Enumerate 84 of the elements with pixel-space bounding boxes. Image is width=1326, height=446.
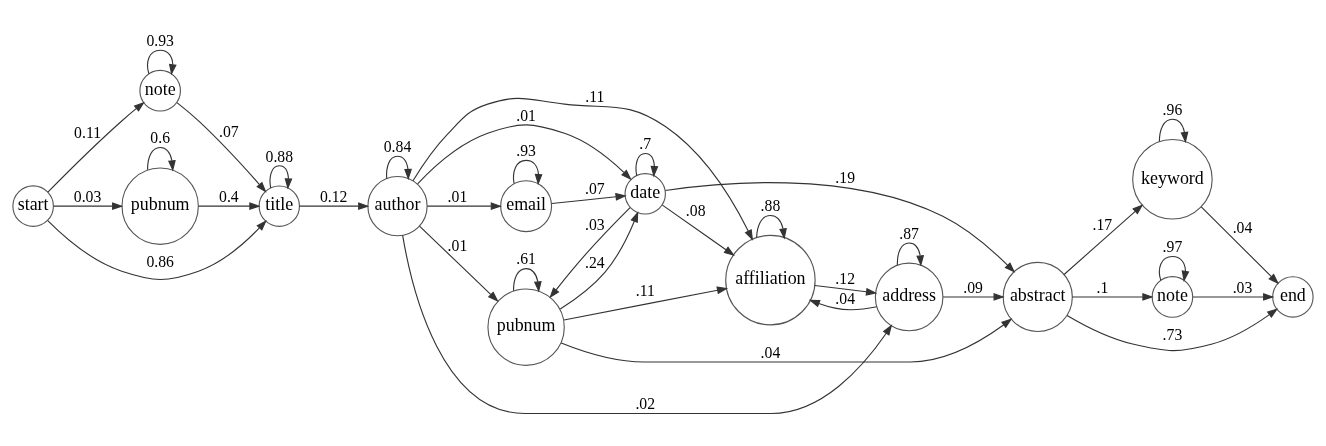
arrow [512,267,542,293]
arrow [635,152,659,177]
arrow [418,225,499,302]
node-circle: note [1151,275,1194,318]
edge-label: 0.84 [383,137,412,155]
arrow [402,234,893,414]
arrow [1158,118,1189,143]
edge-label: .08 [685,201,706,219]
arrow [664,181,1016,273]
edge-label: .7 [639,134,652,152]
edge-label: .04 [1232,218,1253,236]
arrow [896,242,925,267]
node-circle: end [1272,275,1314,318]
node-circle: title [258,184,300,227]
edge-label: 0.4 [219,187,239,205]
node-circle: email [500,179,553,232]
edge-label: .12 [835,269,855,287]
edge-label: .96 [1162,100,1183,118]
arrow [661,204,735,256]
edge-label: .01 [516,106,536,124]
arrow [549,206,631,298]
node-circle: author [367,175,428,236]
arrow [412,97,754,241]
arrow [559,210,639,309]
arrow [512,159,543,185]
arrow [563,285,729,321]
edge-label: .1 [1096,278,1109,296]
arrow [426,201,502,210]
edge-label: .88 [760,196,781,214]
arrow [808,299,878,310]
node-circle: start [12,184,54,227]
edge-label: .02 [635,394,656,412]
edge-label: 0.03 [73,187,102,205]
arrow [299,201,370,210]
arrow [417,123,632,184]
edge-label: .11 [635,281,655,299]
arrow [1200,205,1280,284]
arrow [551,192,627,204]
arrow [269,164,293,190]
edge-label: .93 [516,141,536,159]
edge-label: .61 [516,249,536,267]
edge-label: .09 [963,278,983,296]
edge-label: .97 [1162,237,1183,255]
edge-label: .07 [219,122,239,140]
edge-label: .17 [1092,215,1113,233]
edge-label: 0.6 [150,128,170,146]
arrow [53,201,124,210]
node-circle: note [139,69,181,111]
arrow [814,284,878,296]
arrow [1158,255,1190,282]
arrow [756,214,787,239]
arrow [47,101,145,193]
arrow [1192,292,1275,301]
edge-label: .19 [835,168,855,186]
node-circle: date [624,172,666,215]
edge-label: 0.88 [265,147,294,165]
arrow [386,155,412,180]
arrow [176,101,267,193]
arrow [1063,203,1144,275]
edge-label: 0.11 [74,123,101,141]
edge-label: 0.86 [146,252,174,270]
node-circle: pubnum [121,166,199,245]
arrow [1066,307,1279,351]
arrow [560,317,1013,362]
edge-label: .03 [1232,278,1253,296]
edge-label: .11 [585,87,605,105]
edge-label: .01 [447,187,468,205]
arrow [47,219,267,280]
edge-label: 0.93 [146,31,174,49]
edge-label: .87 [899,224,919,242]
arrow [147,49,177,75]
arrow [1071,292,1154,301]
node-circle: address [874,262,944,331]
arrow [147,146,176,171]
edge-label: .03 [584,215,605,233]
edge-label: .04 [760,343,781,361]
edge-label: .73 [1162,325,1183,343]
edge-label: 0.12 [319,187,348,205]
edge-label: .24 [584,253,605,271]
arrow [942,292,1005,301]
edge-label: .01 [447,236,468,254]
edge-label: .07 [584,179,605,197]
arrow [198,201,261,210]
edge-label: .04 [835,289,855,307]
